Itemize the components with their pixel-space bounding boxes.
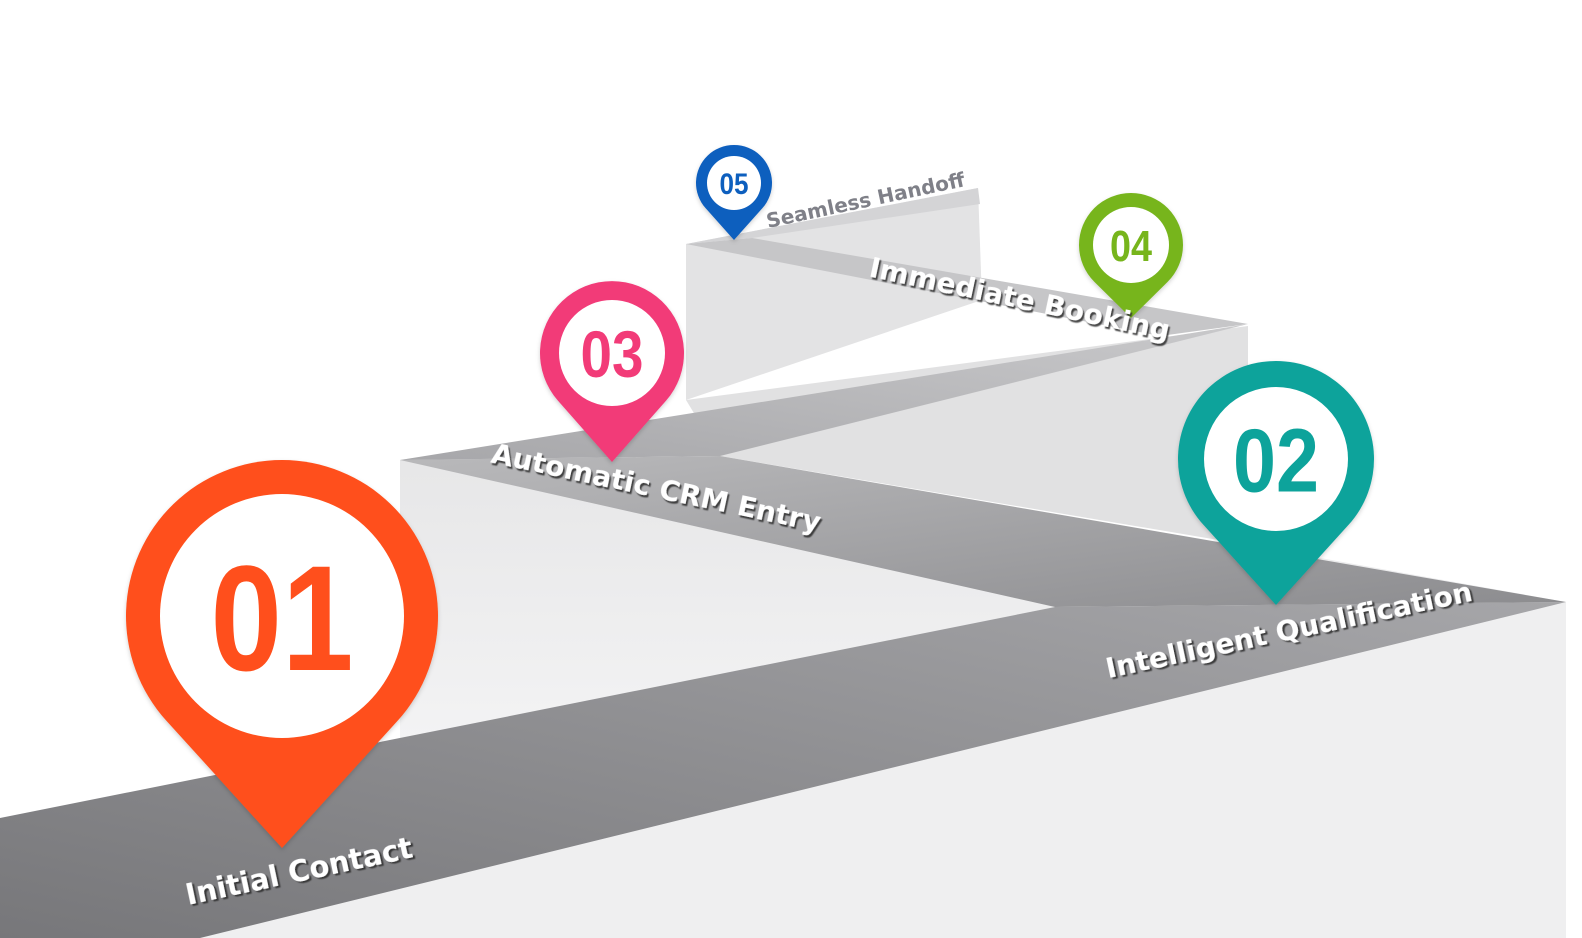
road-segment-5 (686, 188, 980, 244)
middle-wall (400, 447, 1055, 740)
pin-number-04: 04 (1110, 222, 1152, 271)
pin-marker-03: 03 (540, 281, 684, 462)
road-segment-4 (686, 238, 1248, 336)
pin-number-02: 02 (1233, 411, 1319, 511)
pin-inner-circle (707, 156, 761, 210)
pins-layer: 01 02 03 04 05 (125, 144, 1375, 848)
pin-inner-circle (160, 494, 404, 738)
pin-marker-05: 05 (695, 144, 772, 240)
road-scene (0, 188, 1566, 938)
upper-back-wall (686, 326, 1248, 545)
pin-marker-02: 02 (1178, 360, 1375, 605)
pin-inner-circle (1093, 207, 1169, 283)
pin-number-01: 01 (211, 534, 354, 702)
pin-inner-circle (559, 300, 665, 406)
pin-number-03: 03 (581, 317, 644, 391)
pin-number-05: 05 (720, 168, 749, 201)
road-segment-1 (0, 602, 1566, 938)
pin-marker-01: 01 (125, 460, 438, 848)
pin-marker-04: 04 (1079, 192, 1184, 318)
pin-inner-circle (1204, 387, 1348, 531)
